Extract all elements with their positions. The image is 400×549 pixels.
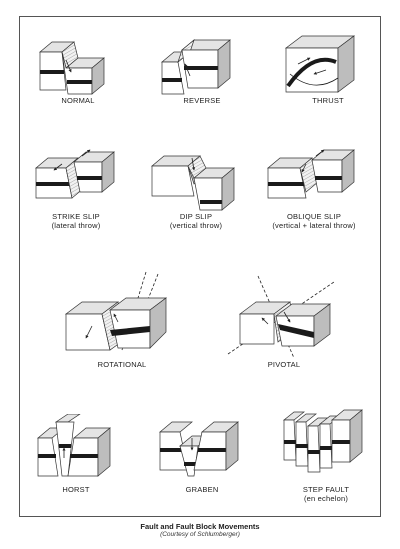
horst-label: HORST: [62, 485, 90, 494]
reverse-fault-diagram: [161, 38, 231, 95]
step-fault-diagram: [283, 409, 363, 473]
reverse-label: REVERSE: [183, 96, 221, 105]
thrust-fault-diagram: [284, 35, 356, 93]
figure-frame: [19, 16, 381, 517]
figure-caption-credit: (Courtesy of Schlumberger): [160, 531, 240, 538]
dip-slip-sublabel: (vertical throw): [169, 221, 223, 230]
normal-label: NORMAL: [61, 96, 95, 105]
normal-fault-diagram: [39, 41, 105, 95]
horst-diagram: [37, 414, 111, 477]
step-fault-label: STEP FAULT: [302, 485, 350, 494]
pivotal-fault-diagram: [227, 275, 335, 359]
graben-diagram: [159, 421, 239, 477]
dip-slip-diagram: [151, 155, 235, 211]
strike-slip-sublabel: (lateral throw): [51, 221, 101, 230]
dip-slip-label: DIP SLIP: [179, 212, 213, 221]
strike-slip-diagram: [35, 149, 115, 199]
thrust-label: THRUST: [312, 96, 344, 105]
rotational-label: ROTATIONAL: [97, 360, 147, 369]
figure-caption-title: Fault and Fault Block Movements: [140, 522, 260, 531]
graben-label: GRABEN: [185, 485, 219, 494]
oblique-slip-diagram: [267, 149, 355, 199]
pivotal-label: PIVOTAL: [267, 360, 301, 369]
strike-slip-label: STRIKE SLIP: [52, 212, 100, 221]
oblique-slip-label: OBLIQUE SLIP: [286, 212, 342, 221]
rotational-fault-diagram: [64, 271, 168, 351]
step-fault-sublabel: (en echelon): [303, 494, 349, 503]
oblique-slip-sublabel: (vertical + lateral throw): [272, 221, 356, 230]
